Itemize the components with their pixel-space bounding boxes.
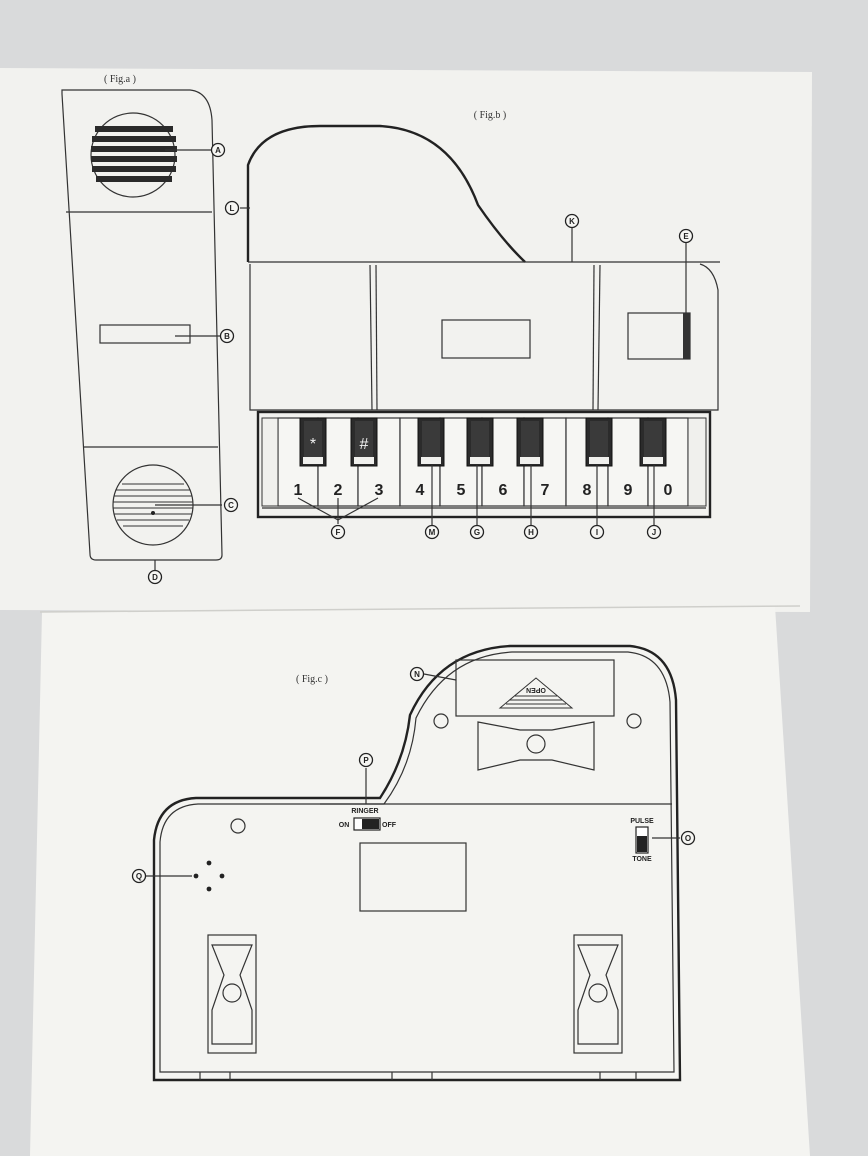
callout-k-circle xyxy=(564,213,580,229)
callout-n: N xyxy=(414,670,420,679)
callout-p: P xyxy=(363,756,369,765)
callout-l: L xyxy=(230,204,235,213)
fig-b-title: ( Fig.b ) xyxy=(474,110,507,121)
white-key-label: 2 xyxy=(334,482,343,499)
callout-o: O xyxy=(685,834,691,843)
fig-a-title: ( Fig.a ) xyxy=(104,74,136,85)
callout-q-circle xyxy=(131,868,147,884)
white-key-label: 4 xyxy=(416,482,425,499)
pulse-tone-switch: PULSE TONE xyxy=(630,818,654,863)
callout-d-circle xyxy=(147,569,163,585)
callout-labels: A B C D L K E F M G H I J N P O Q xyxy=(131,142,696,884)
callout-l-circle xyxy=(224,200,240,216)
callout-a: A xyxy=(215,146,221,155)
black-key-symbol: # xyxy=(360,436,369,453)
white-key-label: 7 xyxy=(541,482,550,499)
white-key-label: 9 xyxy=(624,482,633,499)
display-window xyxy=(441,319,531,359)
callout-i: I xyxy=(596,528,598,537)
fig-c-title: ( Fig.c ) xyxy=(296,674,328,685)
callout-e-circle xyxy=(678,228,694,244)
callout-a-circle xyxy=(210,142,226,158)
callout-b-circle xyxy=(219,328,235,344)
ringer-switch: RINGER ON OFF xyxy=(339,808,397,831)
foot-right xyxy=(573,934,623,1054)
callout-k: K xyxy=(569,217,575,226)
callout-g: G xyxy=(474,528,480,537)
tone-label: TONE xyxy=(632,856,652,863)
callout-g-circle xyxy=(469,524,485,540)
callout-h: H xyxy=(528,528,534,537)
earpiece-grille xyxy=(91,126,177,182)
callout-c: C xyxy=(228,501,234,510)
fig-a-handset: ( Fig.a ) xyxy=(61,74,223,570)
keyboard-frame xyxy=(256,410,712,519)
callout-o-circle xyxy=(680,830,696,846)
black-key-symbol: * xyxy=(310,436,316,453)
callout-m-circle xyxy=(424,524,440,540)
fig-c-base: ( Fig.c ) OPEN xyxy=(146,644,682,1082)
pulse-label: PULSE xyxy=(630,818,654,825)
callout-m: M xyxy=(429,528,436,537)
callout-q: Q xyxy=(136,872,142,881)
callout-n-circle xyxy=(409,666,425,682)
battery-open-label: OPEN xyxy=(526,686,546,693)
foot-left xyxy=(207,934,257,1054)
callout-f: F xyxy=(336,528,341,537)
callout-j: J xyxy=(652,528,656,537)
white-key-label: 1 xyxy=(294,482,303,499)
white-key-label: 3 xyxy=(375,482,384,499)
callout-j-circle xyxy=(646,524,662,540)
callout-e: E xyxy=(683,232,689,241)
callout-p-circle xyxy=(358,752,374,768)
callout-d: D xyxy=(152,573,158,582)
white-key-label: 6 xyxy=(499,482,508,499)
callout-c-circle xyxy=(223,497,239,513)
handset-label-window xyxy=(99,324,191,344)
callout-b: B xyxy=(224,332,230,341)
callout-h-circle xyxy=(523,524,539,540)
ringer-on-label: ON xyxy=(339,822,350,829)
callout-i-circle xyxy=(589,524,605,540)
white-key-label: 8 xyxy=(583,482,592,499)
ringer-off-label: OFF xyxy=(382,822,397,829)
bottom-label-panel xyxy=(359,842,467,912)
bottom-paper-sheet xyxy=(30,606,810,1156)
white-key-label: 0 xyxy=(664,482,673,499)
battery-cover xyxy=(455,659,615,717)
speaker-holes xyxy=(193,860,225,892)
ringer-title: RINGER xyxy=(351,808,378,815)
callout-f-circle xyxy=(330,524,346,540)
white-key-label: 5 xyxy=(457,482,466,499)
black-keys: *# xyxy=(299,417,667,467)
